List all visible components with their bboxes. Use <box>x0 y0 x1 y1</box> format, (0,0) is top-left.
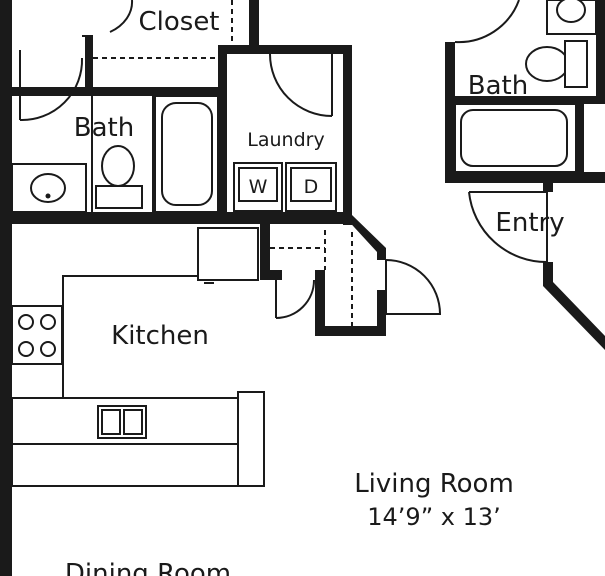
entry-door <box>468 191 548 264</box>
toilet-right-bowl-icon <box>525 46 569 82</box>
wall-angled-closet-lower <box>377 290 386 336</box>
room-label-entry: Entry <box>495 208 564 238</box>
closet-area <box>82 0 233 59</box>
room-label-bath-right: Bath <box>468 71 528 101</box>
kitchen-bar-counter <box>11 443 241 487</box>
wall-right-bath-bottom <box>445 172 605 183</box>
room-label-closet: Closet <box>138 7 219 37</box>
pantry-door-swing <box>275 279 315 319</box>
wall-right-angled-exterior <box>543 262 605 350</box>
burner-icon-2 <box>40 314 56 330</box>
toilet-right-tank-icon <box>564 40 588 88</box>
pantry-area <box>270 230 442 326</box>
coat-closet-door-swing <box>385 259 442 315</box>
room-dimensions-living-room: 14’9” x 13’ <box>367 503 501 531</box>
dryer-label: D <box>304 176 319 198</box>
refrigerator <box>197 227 259 281</box>
wall-right-bath-inner <box>576 104 584 176</box>
washer-label: W <box>249 176 268 198</box>
wall-right-bath-left <box>445 42 455 182</box>
bath-door-swing <box>19 57 84 122</box>
stove <box>11 305 63 365</box>
dryer-inner <box>290 167 332 202</box>
bath-left-door <box>19 50 84 122</box>
wall-bath-closet-divider <box>0 87 222 96</box>
wall-kitchen-closet-left <box>260 222 270 280</box>
wall-right-bath-right-stub <box>596 0 605 100</box>
wall-bath-bottom <box>0 212 352 224</box>
sink-drain-icon <box>45 193 51 199</box>
wall-closet-small-bottom <box>315 326 385 336</box>
labels: Closet Bath Laundry W D Bath Entry Kitch… <box>65 7 565 576</box>
bath-right-door-swing <box>454 0 520 44</box>
wall-right-bath-top-divider <box>455 96 605 104</box>
kitchen-bar-end <box>237 391 265 487</box>
wall-laundry-right <box>343 45 352 225</box>
wall-angled-closet <box>343 215 386 260</box>
sink-right-icon <box>556 0 586 23</box>
room-label-bath-left: Bath <box>74 113 134 143</box>
sink-basin-right-icon <box>123 409 143 435</box>
burner-icon-4 <box>40 341 56 357</box>
sink-basin-left-icon <box>101 409 121 435</box>
burner-icon-3 <box>18 341 34 357</box>
kitchen-area <box>11 227 265 487</box>
washer-inner <box>238 167 278 202</box>
bath-right-fixtures <box>454 0 597 173</box>
wall-top-right-closet <box>249 0 259 50</box>
bath-left-fixtures <box>11 95 219 213</box>
laundry-area <box>233 53 337 212</box>
laundry-door-swing <box>269 53 333 117</box>
wall-left-exterior <box>0 0 12 576</box>
burner-icon-1 <box>18 314 34 330</box>
room-label-laundry: Laundry <box>247 129 324 151</box>
room-label-living-room: Living Room <box>354 469 514 499</box>
wall-closet-right <box>218 50 227 220</box>
bathtub-left-inner <box>161 102 213 206</box>
room-label-kitchen: Kitchen <box>111 321 209 351</box>
room-label-dining-room: Dining Room <box>65 559 231 576</box>
toilet-tank-icon <box>95 185 143 209</box>
wall-entry-door-jamb <box>543 180 553 192</box>
wall-closet-left <box>85 35 93 95</box>
closet-door-swing <box>109 0 134 33</box>
bathtub-right-inner <box>460 109 568 167</box>
wall-closet-small-right <box>315 270 325 336</box>
entry-door-swing <box>468 191 548 264</box>
toilet-bowl-icon <box>101 145 135 187</box>
wall-kitchen-closet-bottom <box>260 270 282 280</box>
sink-icon <box>30 173 66 203</box>
wall-laundry-top <box>218 45 350 54</box>
